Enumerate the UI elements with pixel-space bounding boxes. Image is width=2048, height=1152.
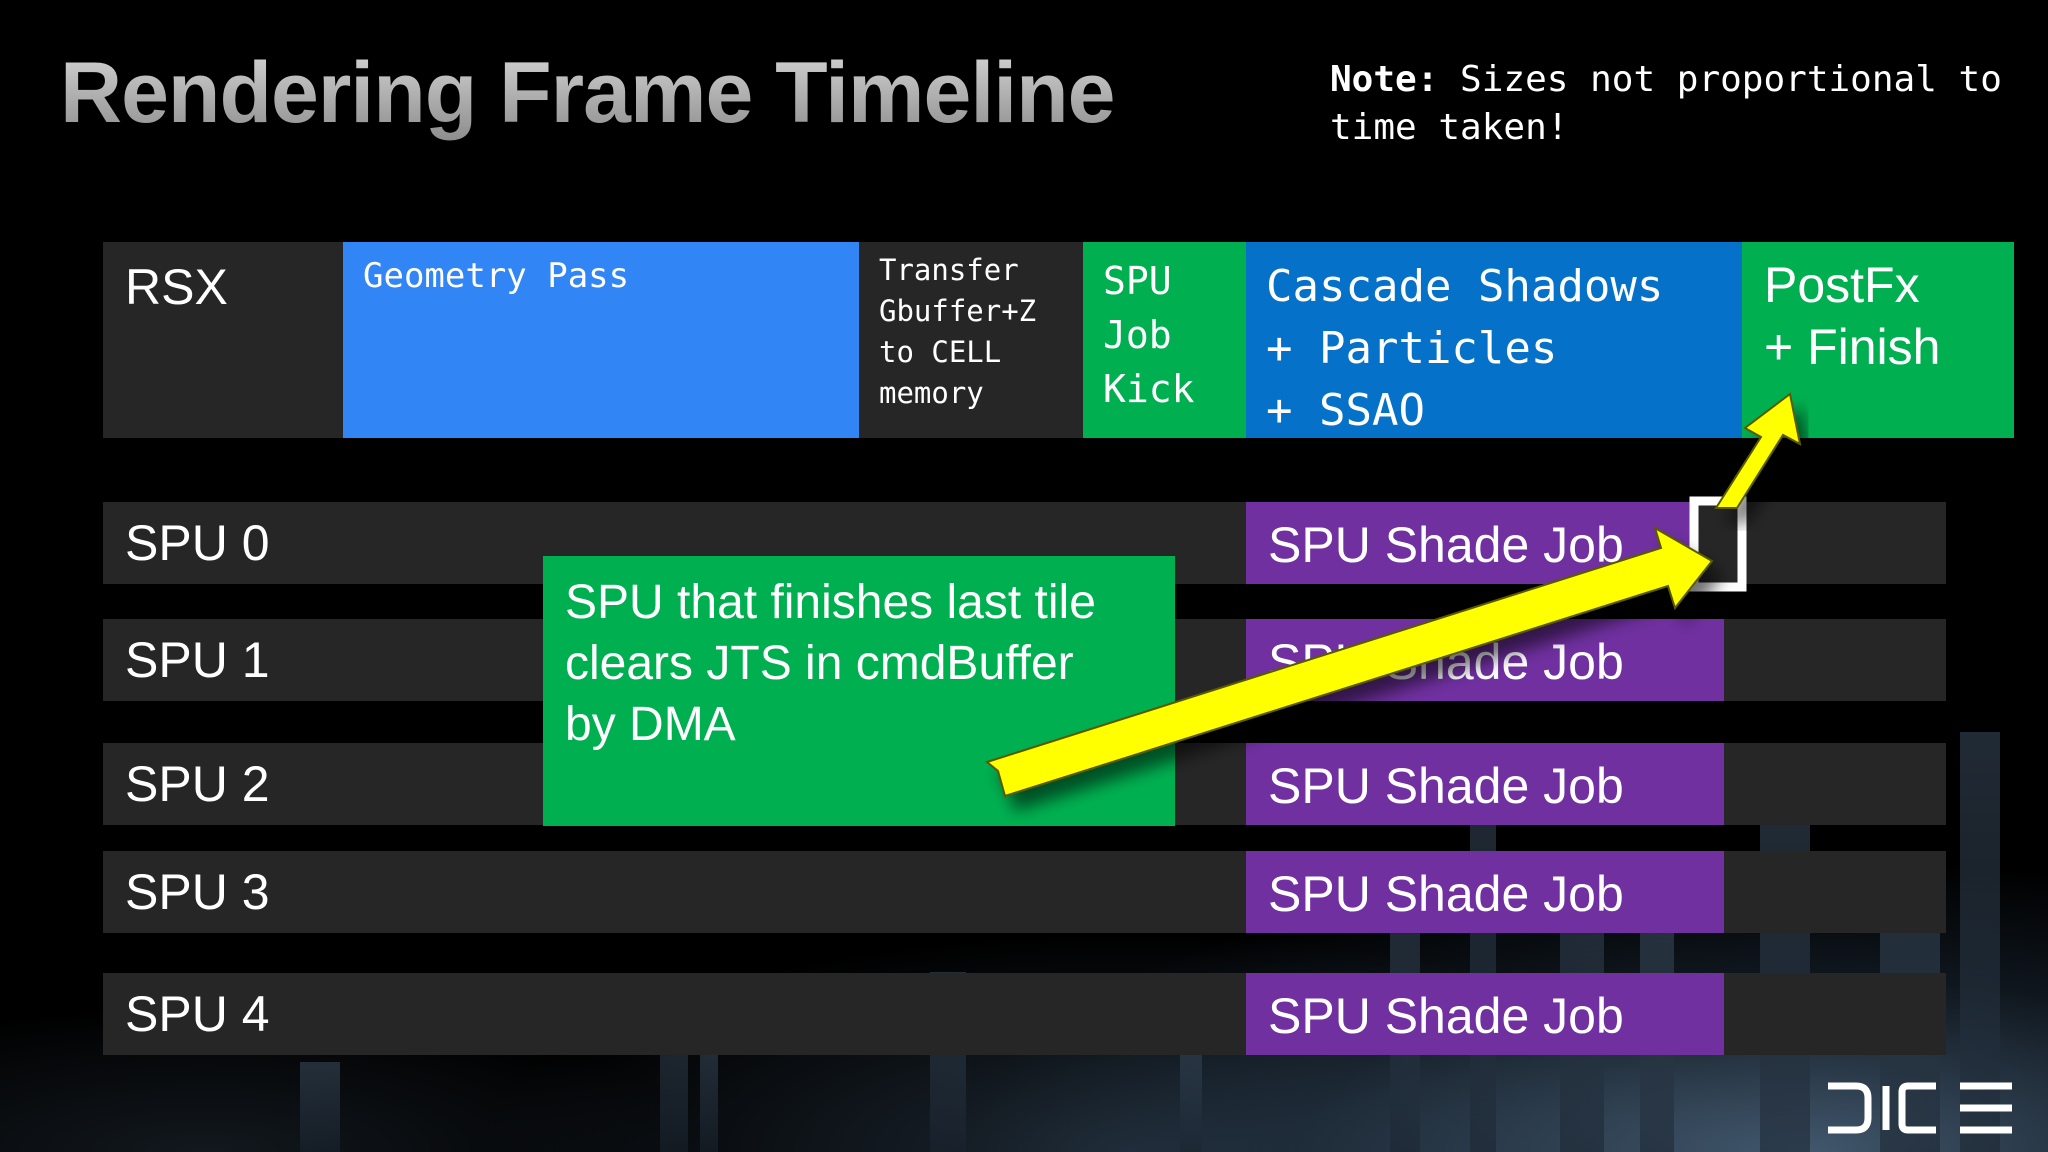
dma-arrow — [984, 525, 1714, 798]
transfer-line: memory — [879, 376, 984, 410]
spu-label: SPU 4 — [125, 986, 270, 1042]
postfx-line: PostFx — [1764, 257, 1920, 313]
callout-line: clears JTS in cmdBuffer — [565, 637, 1074, 690]
cascade-line: Cascade Shadows — [1266, 261, 1664, 312]
spu-job-kick-block: SPU Job Kick — [1083, 242, 1246, 438]
transfer-line: Transfer — [879, 253, 1019, 287]
callout-line: SPU that finishes last tile — [565, 576, 1096, 629]
spu-job-kick-line: Kick — [1103, 367, 1195, 411]
spu-job-kick-line: Job — [1103, 313, 1172, 357]
geometry-pass-block: Geometry Pass — [343, 242, 859, 438]
postfx-line: + Finish — [1764, 319, 1941, 375]
dice-logo — [1828, 1082, 2012, 1134]
note-label: Note: — [1330, 59, 1439, 100]
callout-line: by DMA — [565, 698, 736, 751]
note-text: Note: Sizes not proportional to time tak… — [1330, 56, 2030, 152]
last-tile-marker — [1689, 496, 1747, 592]
spu-shade-job: SPU Shade Job — [1246, 502, 1692, 584]
rsx-row: RSX Geometry Pass Transfer Gbuffer+Z to … — [103, 242, 2014, 438]
spu-label: SPU 1 — [125, 632, 270, 688]
spu-label: SPU 3 — [125, 864, 270, 920]
geometry-pass-label: Geometry Pass — [363, 256, 630, 296]
note-body: Sizes not proportional to time taken! — [1330, 59, 2002, 148]
postfx-arrow — [1714, 392, 1802, 509]
cascade-line: + Particles — [1266, 323, 1558, 374]
slide-title: Rendering Frame Timeline — [60, 45, 1115, 141]
rsx-label: RSX — [125, 259, 228, 315]
cascade-shadows-block: Cascade Shadows + Particles + SSAO — [1246, 242, 1742, 438]
postfx-block: PostFx + Finish — [1742, 242, 2014, 438]
cascade-line: + SSAO — [1266, 385, 1425, 436]
spu-label: SPU 2 — [125, 756, 270, 812]
spu-shade-job: SPU Shade Job — [1246, 973, 1724, 1055]
transfer-line: to CELL — [879, 335, 1002, 369]
transfer-line: Gbuffer+Z — [879, 294, 1037, 328]
callout-box: SPU that finishes last tile clears JTS i… — [543, 556, 1175, 826]
spu-shade-job: SPU Shade Job — [1246, 743, 1724, 825]
transfer-block: Transfer Gbuffer+Z to CELL memory — [859, 242, 1083, 438]
spu-shade-job: SPU Shade Job — [1246, 851, 1724, 933]
spu-job-kick-line: SPU — [1103, 259, 1172, 303]
spu-label: SPU 0 — [125, 515, 270, 571]
